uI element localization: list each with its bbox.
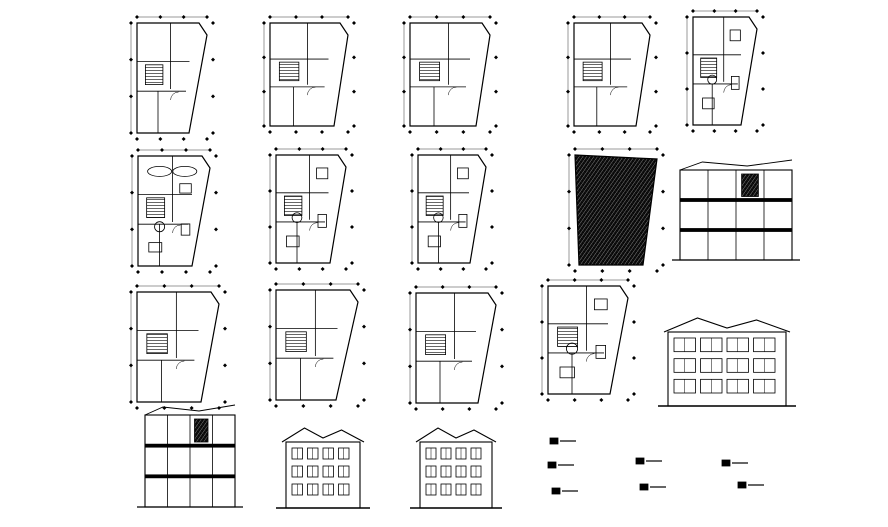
plan-r2-c2 xyxy=(268,147,354,271)
plan-r2-c1 xyxy=(130,148,218,274)
note-7 xyxy=(551,487,578,495)
note-6 xyxy=(737,481,764,489)
plan-r1-c3 xyxy=(402,15,498,134)
note-5 xyxy=(639,483,666,491)
plan-r1-c2 xyxy=(262,15,356,134)
plan-r3-c1 xyxy=(129,284,227,410)
plan-r1-c1 xyxy=(129,15,215,141)
elevation-r4-c3 xyxy=(410,427,502,509)
note-3 xyxy=(635,457,662,465)
section-r4-c1 xyxy=(137,404,243,508)
elevation-r3-c5 xyxy=(658,317,796,407)
plan-r2-c3 xyxy=(410,147,494,271)
plan-r3-c2 xyxy=(268,282,366,408)
note-2 xyxy=(547,461,574,469)
plan-r1-c5 xyxy=(685,9,765,133)
elevation-r4-c2 xyxy=(276,427,370,509)
note-4 xyxy=(721,459,748,467)
section-r2-c5 xyxy=(672,159,800,261)
plan-r3-c4 xyxy=(540,278,636,402)
note-1 xyxy=(549,437,576,445)
plan-r1-c4 xyxy=(566,15,658,134)
plan-r3-c3 xyxy=(408,285,504,411)
plan-r2-c4 xyxy=(567,147,665,273)
